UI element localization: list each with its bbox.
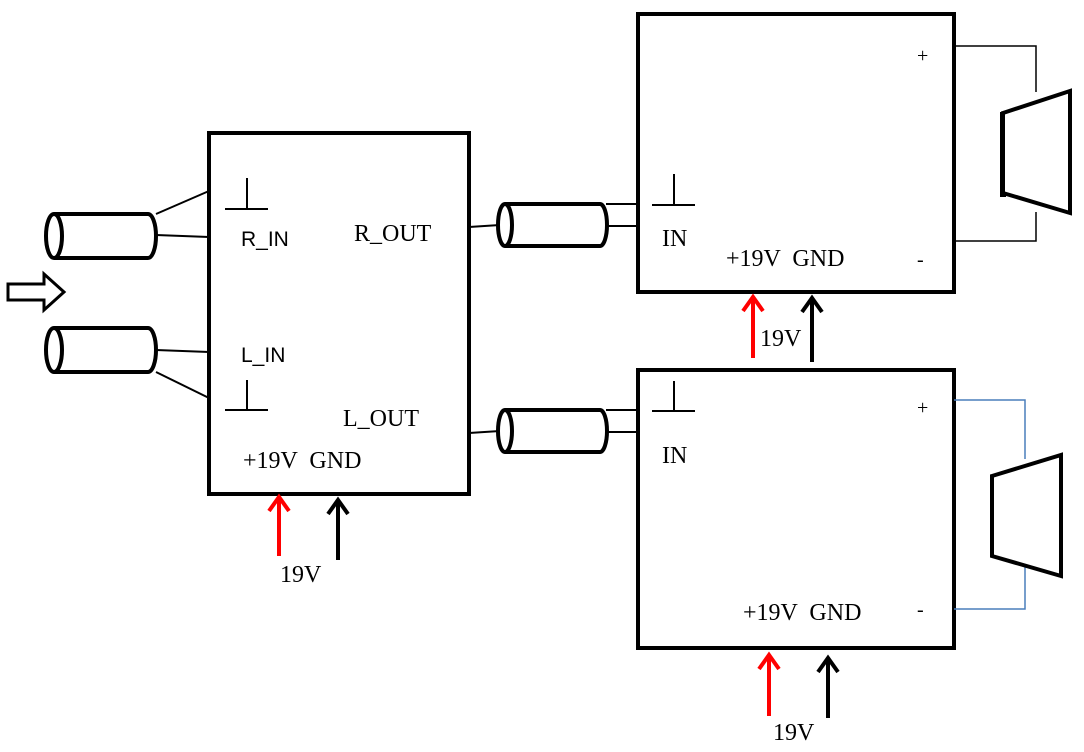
amp-bottom-positive-arrow-icon [757,651,781,716]
amp-bottom-supply-label: 19V [773,720,815,746]
ground-symbol-icon [652,381,695,412]
ground-symbol-icon [652,174,695,206]
bottom-speaker-icon [990,452,1063,579]
l-out-label: L_OUT [343,406,419,432]
preamp-box [207,131,471,496]
l-in-label: L_IN [241,344,285,367]
ground-symbol-icon [225,380,268,411]
input-cable-l [44,326,158,374]
amp-top-plus-label: + [917,45,928,67]
bottom-speaker-wires [954,399,1026,610]
amp-bottom-minus-label: - [917,599,924,621]
amp-bottom-box [636,368,956,650]
top-speaker-wires [954,45,1037,242]
output-cable-r [496,202,609,248]
top-speaker-icon [1000,88,1072,216]
r-out-label: R_OUT [354,221,432,247]
preamp-ground-arrow-icon [326,496,350,560]
amp-top-supply-label: 19V [760,326,802,352]
r-in-label: R_IN [241,228,289,251]
amp-top-ground-arrow-icon [800,294,824,362]
preamp-power-label: +19V GND [243,448,361,474]
preamp-supply-label: 19V [280,562,322,588]
input-wires [155,190,210,399]
amp-bottom-in-label: IN [662,443,687,469]
amp-top-box [636,12,956,294]
amp-input-wires [606,203,638,433]
output-wires [468,224,501,434]
amp-bottom-power-label: +19V GND [743,600,861,626]
output-cable-l [496,408,609,454]
input-cable-r [44,212,158,260]
amp-top-in-label: IN [662,226,687,252]
ground-symbol-icon [225,178,268,210]
input-direction-arrow-icon [6,270,67,314]
amp-bottom-ground-arrow-icon [816,654,840,718]
amp-top-power-label: +19V GND [726,246,844,272]
preamp-positive-arrow-icon [267,493,291,556]
amp-top-positive-arrow-icon [741,293,765,358]
amp-top-minus-label: - [917,249,924,271]
amp-bottom-plus-label: + [917,397,928,419]
